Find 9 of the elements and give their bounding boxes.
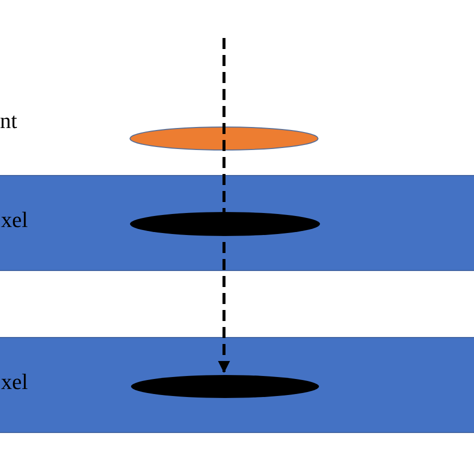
layer-band [0, 337, 474, 433]
dashed-arrow [218, 38, 230, 373]
ellipse-shape [130, 374, 320, 399]
layer-label: xel [1, 209, 28, 231]
layer-label: xel [1, 371, 28, 393]
layer-band [0, 175, 474, 271]
ellipse-shape [129, 211, 321, 237]
side-label: nt [0, 110, 18, 132]
ellipse-shape [129, 126, 319, 151]
